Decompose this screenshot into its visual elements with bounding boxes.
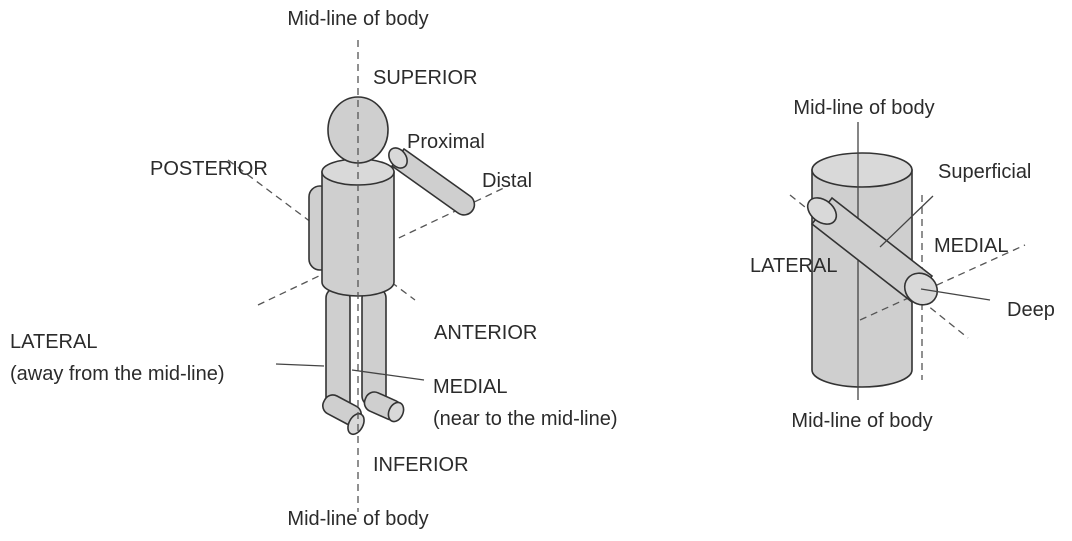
- right-medial-label: MEDIAL: [934, 235, 1008, 257]
- superior-label: SUPERIOR: [373, 67, 477, 89]
- right-leg: [362, 288, 407, 424]
- medial-note: (near to the mid-line): [433, 408, 618, 430]
- lateral-label: LATERAL: [10, 331, 97, 353]
- lateral-leader: [276, 364, 324, 366]
- left-leg: [320, 288, 368, 437]
- outstretched-arm: [385, 144, 474, 215]
- left-midline-bottom-label: Mid-line of body: [287, 508, 428, 530]
- superficial-label: Superficial: [938, 161, 1031, 183]
- torso: [322, 159, 394, 296]
- right-midline-bottom-label: Mid-line of body: [791, 410, 932, 432]
- right-midline-top-label: Mid-line of body: [793, 97, 934, 119]
- deep-label: Deep: [1007, 299, 1055, 321]
- left-midline-top-label: Mid-line of body: [287, 8, 428, 30]
- medial-label: MEDIAL: [433, 376, 507, 398]
- right-lateral-label: LATERAL: [750, 255, 837, 277]
- proximal-label: Proximal: [407, 131, 485, 153]
- anterior-label: ANTERIOR: [434, 322, 537, 344]
- mannequin-figure: [228, 40, 510, 512]
- posterior-label: POSTERIOR: [150, 158, 268, 180]
- inferior-label: INFERIOR: [373, 454, 469, 476]
- distal-label: Distal: [482, 170, 532, 192]
- lateral-note: (away from the mid-line): [10, 363, 225, 385]
